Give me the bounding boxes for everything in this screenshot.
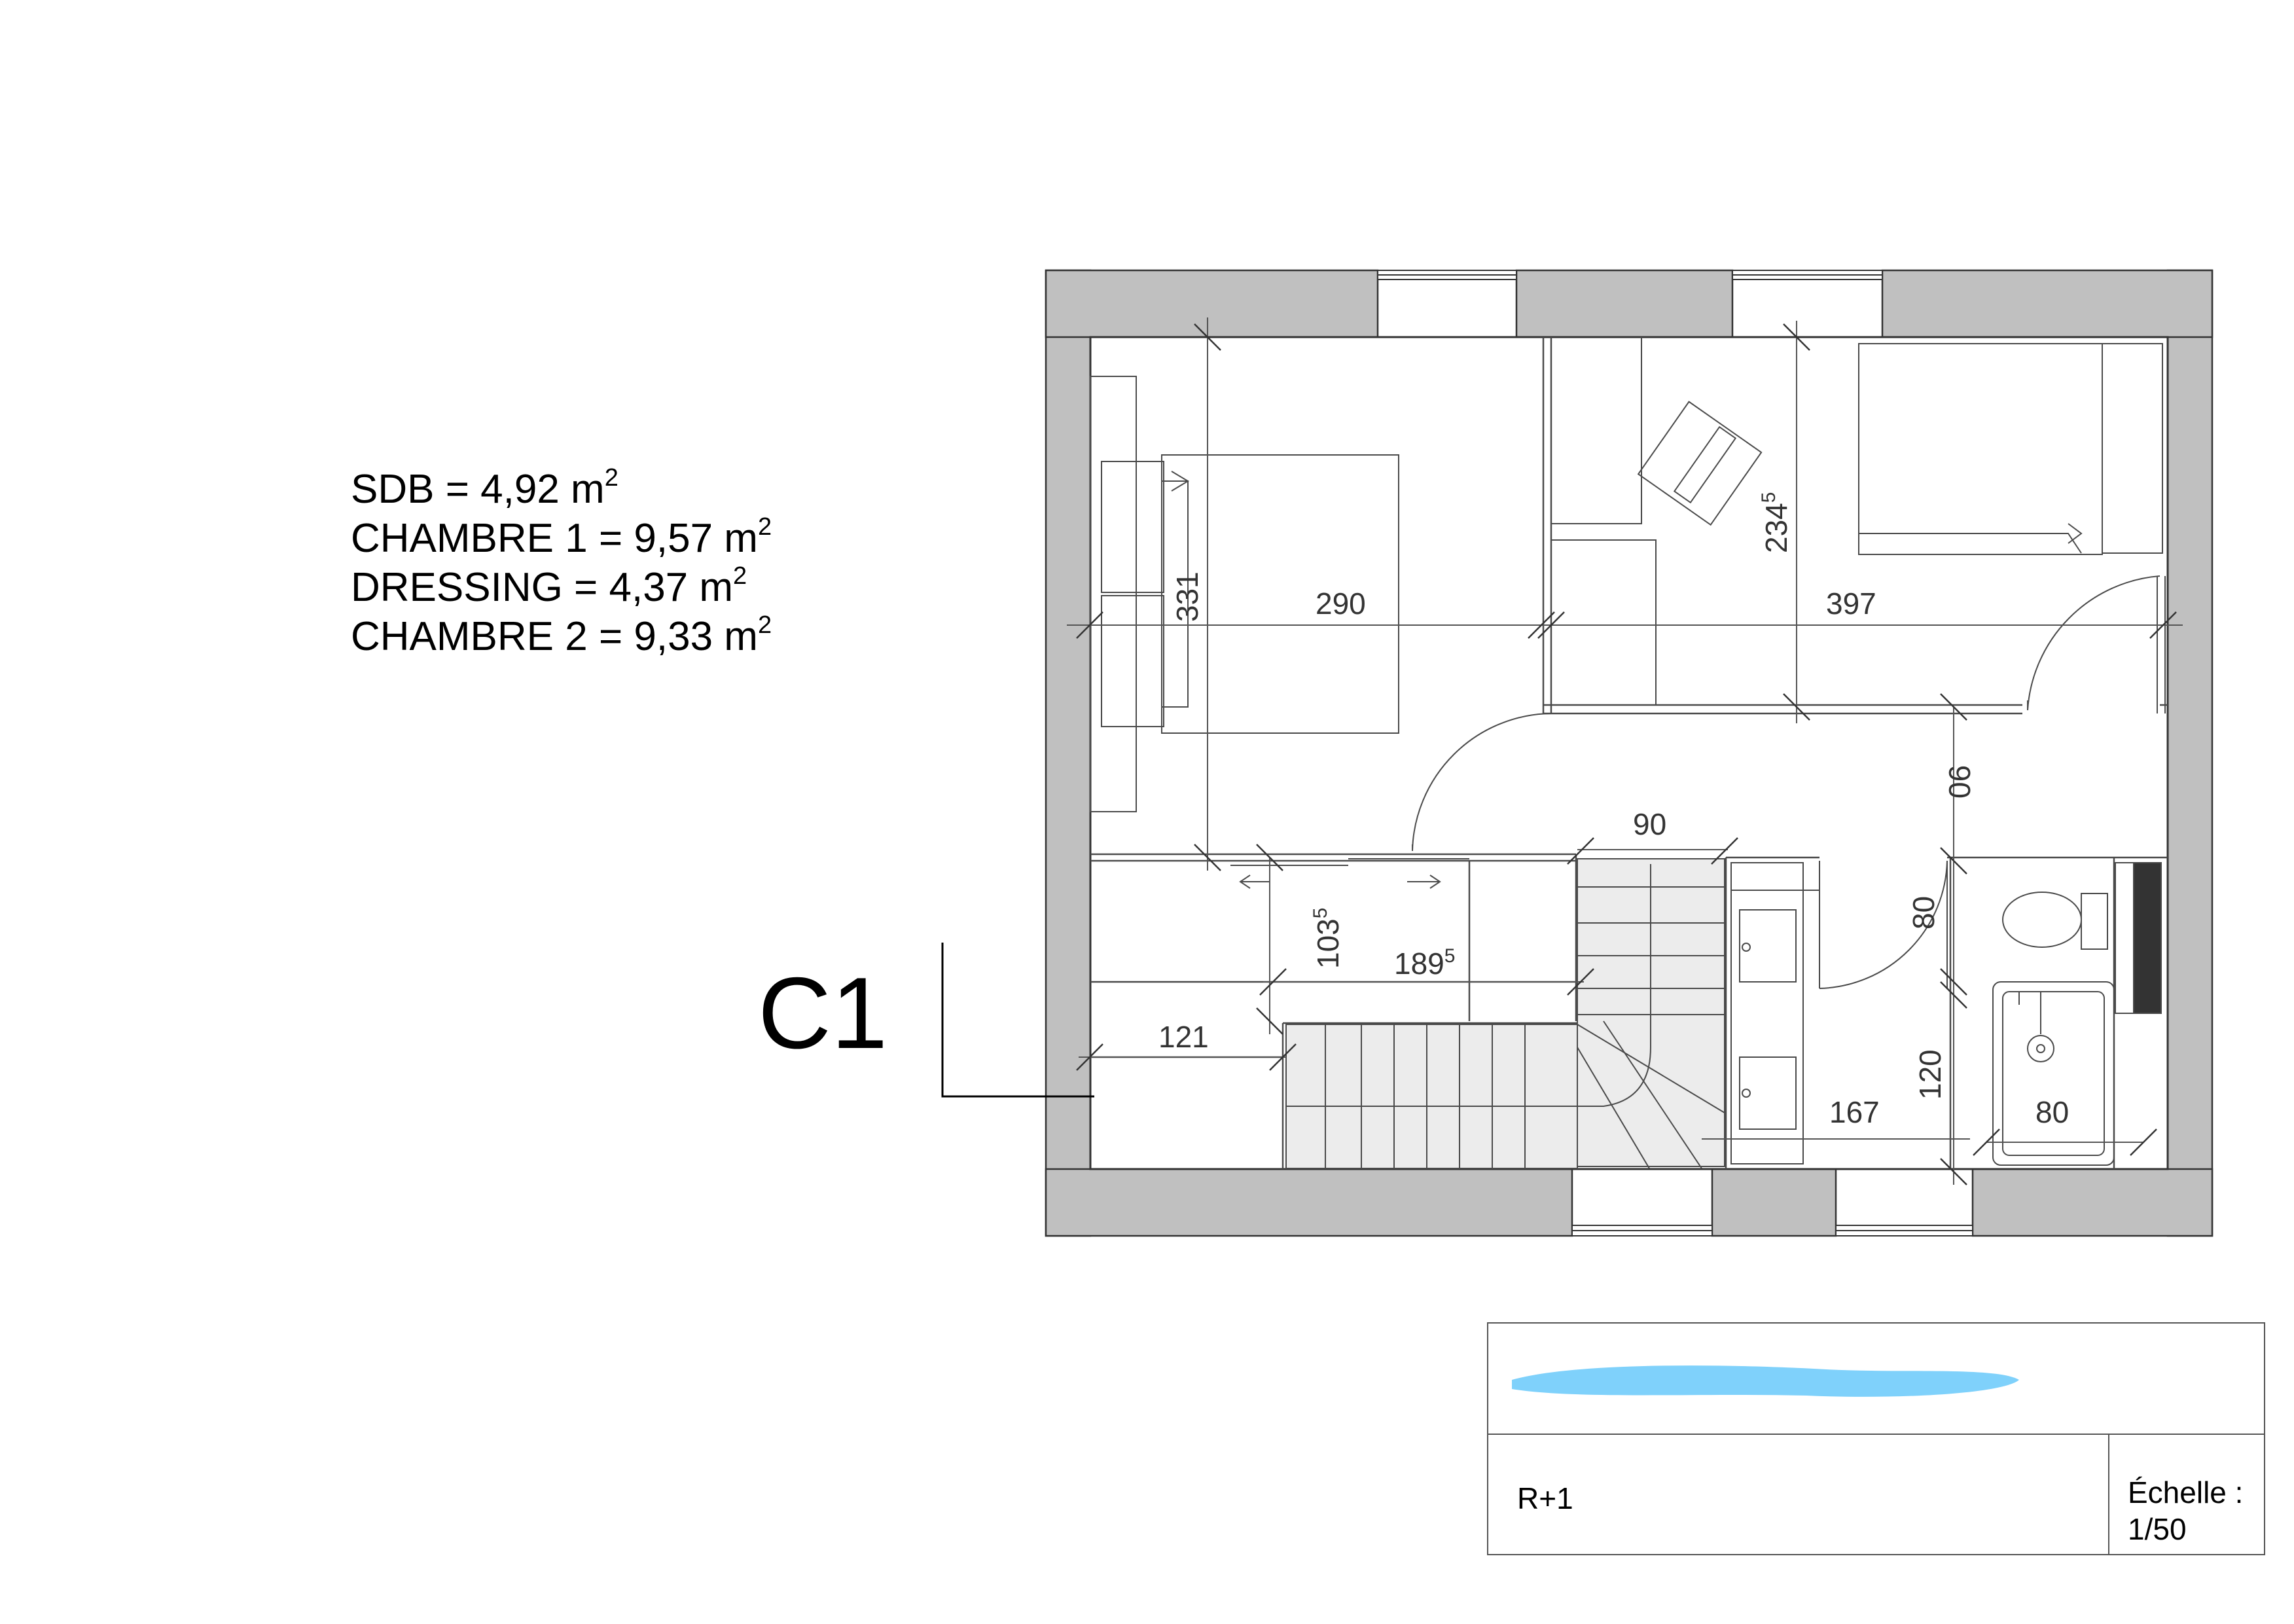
dim-80-door: 80 [1907, 896, 1941, 929]
desk-chambre-2 [1551, 337, 1763, 705]
dim-189: 1895 [1394, 945, 1455, 981]
dim-331: 331 [1170, 571, 1204, 622]
scale-box: Échelle :1/50 [2108, 1435, 2264, 1555]
area-chambre-2: CHAMBRE 2 = 9,33 m2 [351, 611, 772, 659]
area-chambre-1: CHAMBRE 1 = 9,57 m2 [351, 513, 772, 561]
section-marker [941, 943, 1094, 1098]
bathroom-fixtures [1730, 862, 2162, 1166]
section-label-c1: C1 [758, 956, 888, 1070]
drawing-level: R+1 [1517, 1481, 1573, 1515]
staircase [1285, 858, 1725, 1169]
bed-chambre-2 [1858, 343, 2163, 555]
exterior-walls [1045, 269, 2213, 1237]
dim-120: 120 [1913, 1049, 1947, 1100]
bed-chambre-1 [1090, 376, 1399, 812]
dim-290: 290 [1316, 586, 1366, 621]
title-block: R+1 Échelle :1/50 [1487, 1322, 2265, 1555]
dimension-ticks [1076, 323, 2177, 1185]
title-block-header [1488, 1324, 2264, 1435]
area-sdb: SDB = 4,92 m2 [351, 464, 618, 512]
dim-234: 2345 [1758, 492, 1793, 553]
area-dressing: DRESSING = 4,37 m2 [351, 562, 747, 610]
dim-103: 1035 [1310, 908, 1345, 969]
dim-80-shower: 80 [2035, 1095, 2069, 1129]
doors [1412, 575, 2166, 989]
dimension-lines [1067, 317, 2183, 1185]
windows [1377, 270, 1973, 1236]
dim-167: 167 [1829, 1095, 1880, 1129]
dim-06: 06 [1943, 765, 1977, 799]
dim-121: 121 [1158, 1020, 1209, 1054]
dim-90-top: 90 [1633, 807, 1666, 841]
sliding-wardrobe [1230, 858, 1469, 889]
redaction-scribble [1512, 1365, 2019, 1397]
dim-397: 397 [1826, 586, 1876, 621]
scale-text: Échelle :1/50 [2128, 1475, 2244, 1546]
room-areas-list: SDB = 4,92 m2 CHAMBRE 1 = 9,57 m2 DRESSI… [351, 465, 772, 661]
